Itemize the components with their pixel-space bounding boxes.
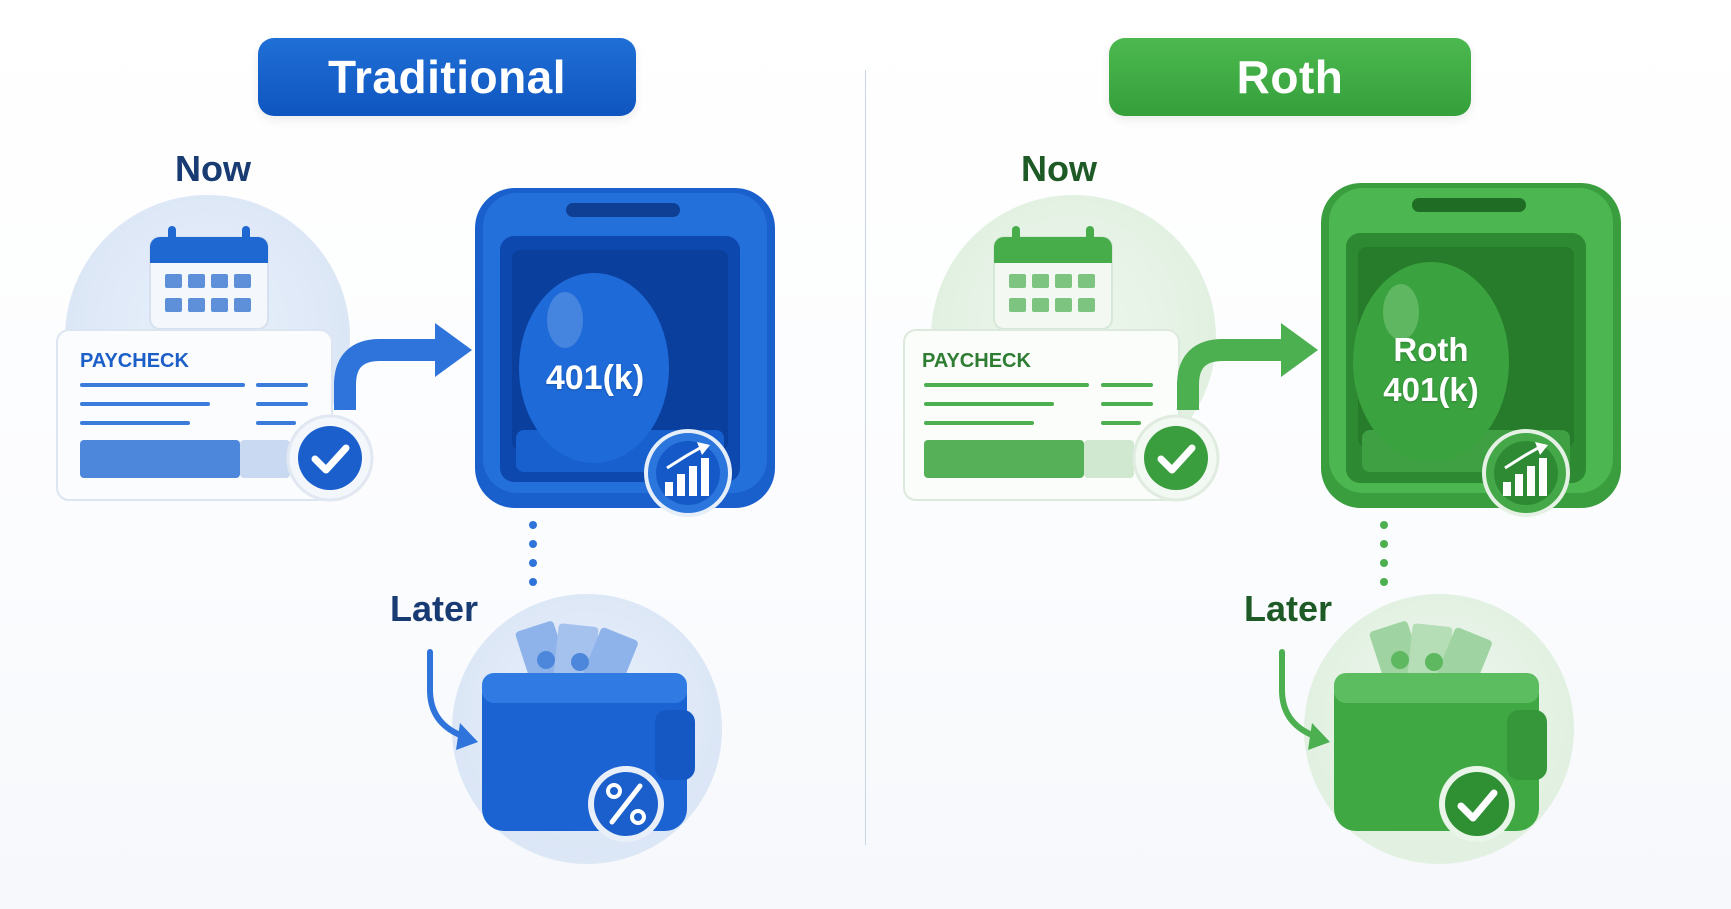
dotted-connector <box>529 521 537 586</box>
panel-divider <box>865 70 866 845</box>
account-label: 401(k) <box>545 359 645 397</box>
traditional-title: Traditional <box>258 38 636 116</box>
checkmark-badge-icon <box>1439 766 1515 842</box>
paycheck-label: PAYCHECK <box>922 350 1031 372</box>
now-label: Now <box>1021 148 1097 189</box>
checkmark-badge-icon <box>1132 414 1220 502</box>
checkmark-badge-icon <box>286 414 374 502</box>
dotted-connector <box>1380 521 1388 586</box>
arrow-icon <box>1177 339 1286 410</box>
traditional-illustration <box>56 188 775 842</box>
later-label: Later <box>1244 588 1333 629</box>
calendar-icon <box>149 226 269 330</box>
down-arrow-icon <box>1279 649 1323 741</box>
roth-illustration <box>903 183 1621 842</box>
calendar-icon <box>993 226 1113 330</box>
now-label: Now <box>175 148 251 189</box>
paycheck-label: PAYCHECK <box>80 350 189 372</box>
arrow-icon <box>334 339 440 410</box>
later-label: Later <box>390 588 479 629</box>
arrow-head-icon <box>435 323 472 377</box>
roth-panel: Roth Now <box>866 0 1731 909</box>
roth-title: Roth <box>1109 38 1471 116</box>
traditional-panel: Traditional Now <box>0 0 865 909</box>
arrow-head-icon <box>1281 323 1318 377</box>
account-label: Roth 401(k) <box>1383 331 1479 408</box>
growth-chart-badge-icon <box>644 429 732 517</box>
percent-badge-icon <box>588 766 664 842</box>
growth-chart-badge-icon <box>1482 429 1570 517</box>
paycheck-card <box>903 329 1180 501</box>
down-arrow-icon <box>427 649 471 741</box>
